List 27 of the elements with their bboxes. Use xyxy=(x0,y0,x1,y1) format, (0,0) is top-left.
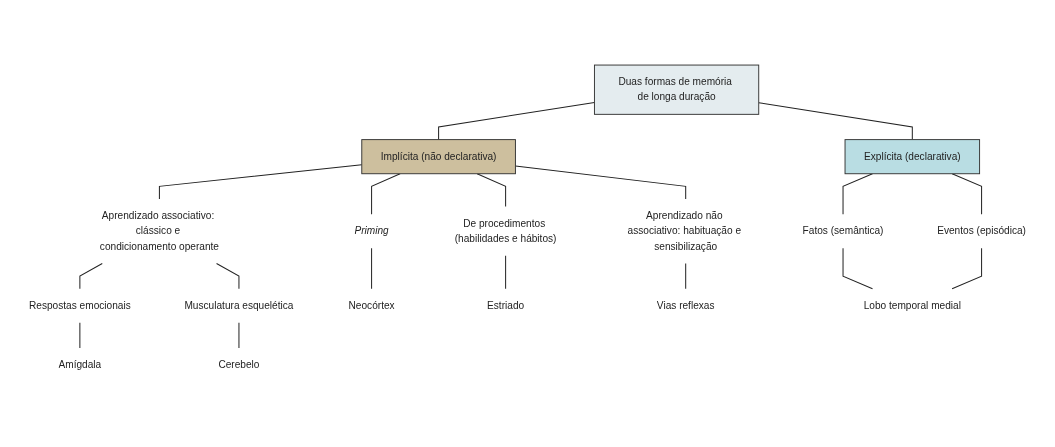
connector xyxy=(758,102,913,140)
node-text: De procedimentos (habilidades e hábitos) xyxy=(454,217,557,244)
node-box: Explícita (declarativa) xyxy=(844,139,981,175)
node-text: Respostas emocionais xyxy=(29,299,131,311)
node-text: Vias reflexas xyxy=(656,299,715,311)
node-box: Duas formas de memória de longa duração xyxy=(593,64,760,115)
node-text: Fatos (semântica) xyxy=(802,225,884,237)
connector xyxy=(438,101,595,140)
connector xyxy=(505,255,507,290)
node-text: Eventos (episódica) xyxy=(937,225,1026,237)
connector xyxy=(79,322,81,349)
connector xyxy=(216,262,240,290)
node-text: Lobo temporal medial xyxy=(863,299,961,311)
node-text: Musculatura esquelética xyxy=(184,299,294,311)
node-text: Cerebelo xyxy=(218,359,260,371)
node-text: Priming xyxy=(354,225,389,237)
node-text: Neocórtex xyxy=(348,299,395,311)
connector xyxy=(158,164,363,200)
node-box: Implícita (não declarativa) xyxy=(361,139,516,175)
node-text: Estriado xyxy=(487,299,525,311)
connector xyxy=(685,262,687,290)
node-text: Amígdala xyxy=(58,359,102,371)
node-text: Aprendizado associativo: clássico e condicionamento operante xyxy=(99,210,219,252)
connector xyxy=(371,247,373,290)
node-text: Aprendizado não associativo: habituação e sensibilização xyxy=(627,210,742,252)
connector xyxy=(79,262,103,290)
connector xyxy=(514,165,687,200)
